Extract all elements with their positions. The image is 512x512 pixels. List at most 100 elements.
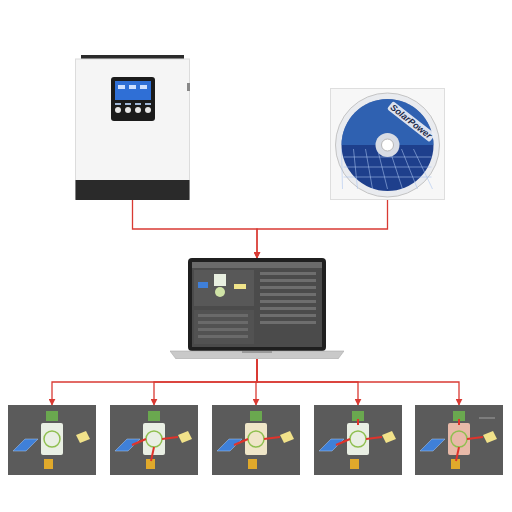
panel-grid [344,167,432,168]
data-row [198,314,248,317]
battery-icon [44,459,53,469]
panel-button [125,107,131,113]
flow-arrow [162,437,178,439]
laptop-base [170,351,344,359]
flow-icon [215,287,225,297]
battery-icon [248,459,257,469]
laptop-illustration [170,258,344,359]
data-row [198,335,248,338]
flow-arrow [467,437,483,439]
grid-icon [46,411,58,421]
status-led [135,103,141,105]
lcd-digit [118,85,125,89]
panel-grid [342,149,343,189]
solar-panel-icon [319,439,344,451]
data-row [260,314,316,317]
data-row [260,321,316,324]
data-row [198,328,248,331]
panel-button [115,107,121,113]
load-icon [76,431,90,443]
signal-connector [257,359,459,405]
flow-arrow [234,439,248,445]
load-icon [280,431,294,443]
screen-bezel [188,258,326,351]
inverter-device [75,55,190,200]
panel-grid [414,149,433,189]
screen-ground [415,405,503,475]
signal-connector [133,200,258,258]
status-led [125,103,131,105]
side-switch [187,83,190,91]
panel-grid [354,149,358,189]
laptop-computer [170,258,344,359]
load-icon [382,431,396,443]
shot-illustration [8,405,96,475]
lcd-screen [115,81,151,100]
load-icon [178,431,192,443]
solar-panel-icon [115,439,140,451]
signal-connector [257,200,388,258]
software-cd: SolarPower [330,88,445,200]
screen-shot [314,405,402,475]
flow-ring [350,431,366,447]
shot-illustration [110,405,198,475]
data-row [260,272,316,275]
panel-grid [344,177,432,178]
panel-button [135,107,141,113]
screen-display [192,262,322,347]
flow-arrow [458,419,460,425]
shot-illustration [415,405,503,475]
disc-rim [336,93,440,197]
inverter-icon [347,423,369,455]
data-row [260,307,316,310]
status-panel [194,270,254,306]
inverter-icon [41,423,63,455]
status-note [479,417,495,419]
data-row [260,279,316,282]
panel-button [145,107,151,113]
cd-sleeve [331,89,445,200]
flow-ring [146,431,162,447]
solar-panel-icon [13,439,38,451]
inverter-icon [214,274,226,286]
cd-illustration [330,88,445,200]
status-led [145,103,151,105]
screen-ground [314,405,402,475]
disc-hole [382,139,394,151]
load-icon [483,431,497,443]
disc-hub [376,133,400,157]
data-row [260,293,316,296]
screen-shot [8,405,96,475]
grid-icon [148,411,160,421]
screen-shot [212,405,300,475]
flow-ring [451,431,467,447]
shot-illustration [314,405,402,475]
base-notch [242,351,272,353]
grid-icon [250,411,262,421]
screen-shot [415,405,503,475]
flow-ring [44,431,60,447]
screen-shot [110,405,198,475]
panel-grid [366,149,373,189]
detail-panel [194,310,254,344]
flow-arrow [264,437,280,439]
flow-arrow [456,447,459,461]
flow-ring [248,431,264,447]
housing-base [76,180,190,200]
flow-arrow [366,437,382,439]
signal-connector [52,359,257,405]
data-row [198,321,248,324]
status-led [115,103,121,105]
shot-illustration [212,405,300,475]
signal-connector [154,359,257,405]
solar-icon [198,282,208,288]
menu-bar [192,262,322,268]
flow-arrow [132,439,146,445]
solar-panel-icon [217,439,242,451]
lcd-digit [140,85,147,89]
flow-arrow [357,419,359,425]
lcd-digit [129,85,136,89]
control-panel [111,77,155,121]
flow-arrow [151,447,154,461]
